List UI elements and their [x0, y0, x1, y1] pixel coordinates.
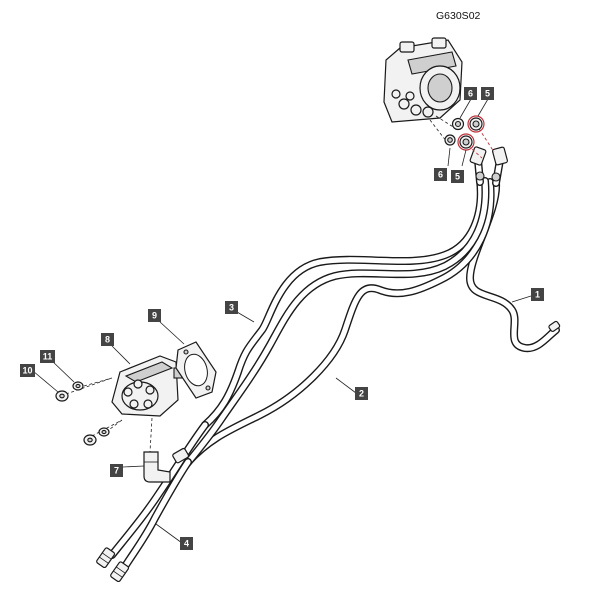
hose-assemblies [96, 146, 561, 583]
callout-5-upper-label: 5 [485, 89, 490, 99]
callout-10: 10 [20, 364, 35, 377]
callout-5-upper: 5 [481, 87, 494, 100]
callout-1-label: 1 [535, 290, 540, 300]
callout-8-label: 8 [105, 335, 110, 345]
hose-2 [184, 178, 495, 466]
callout-9: 9 [148, 309, 161, 322]
callout-11-label: 11 [43, 352, 53, 362]
callout-7: 7 [110, 464, 123, 477]
control-valve [383, 37, 463, 123]
callout-9-label: 9 [152, 311, 157, 321]
hose-middle [178, 177, 490, 474]
callout-6-lower: 6 [434, 168, 447, 181]
figure-code: G630S02 [436, 10, 481, 22]
callout-4-label: 4 [184, 539, 189, 549]
callout-2: 2 [355, 387, 368, 400]
callout-10-label: 10 [22, 366, 32, 376]
gasket [175, 341, 217, 399]
valve-hose-fittings [469, 146, 509, 187]
callout-5-lower: 5 [451, 170, 464, 183]
callout-8: 8 [101, 333, 114, 346]
valve-adapters [429, 115, 495, 159]
callout-1: 1 [531, 288, 544, 301]
callout-3: 3 [225, 301, 238, 314]
elbow-fitting [143, 417, 190, 483]
callout-7-label: 7 [114, 466, 119, 476]
hose-4 [96, 421, 209, 583]
callout-6-upper: 6 [464, 87, 477, 100]
nuts-and-washers [55, 377, 123, 446]
callout-6-lower-label: 6 [438, 170, 443, 180]
callout-2-label: 2 [359, 389, 364, 399]
callout-3-label: 3 [229, 303, 234, 313]
valve-ports [391, 89, 434, 118]
hose-3 [201, 176, 485, 429]
callout-5-lower-label: 5 [455, 172, 460, 182]
callout-6-upper-label: 6 [468, 89, 473, 99]
callout-11: 11 [40, 350, 55, 363]
hydraulic-motor [111, 355, 183, 417]
callout-4: 4 [180, 537, 193, 550]
leader-lines [32, 98, 532, 544]
